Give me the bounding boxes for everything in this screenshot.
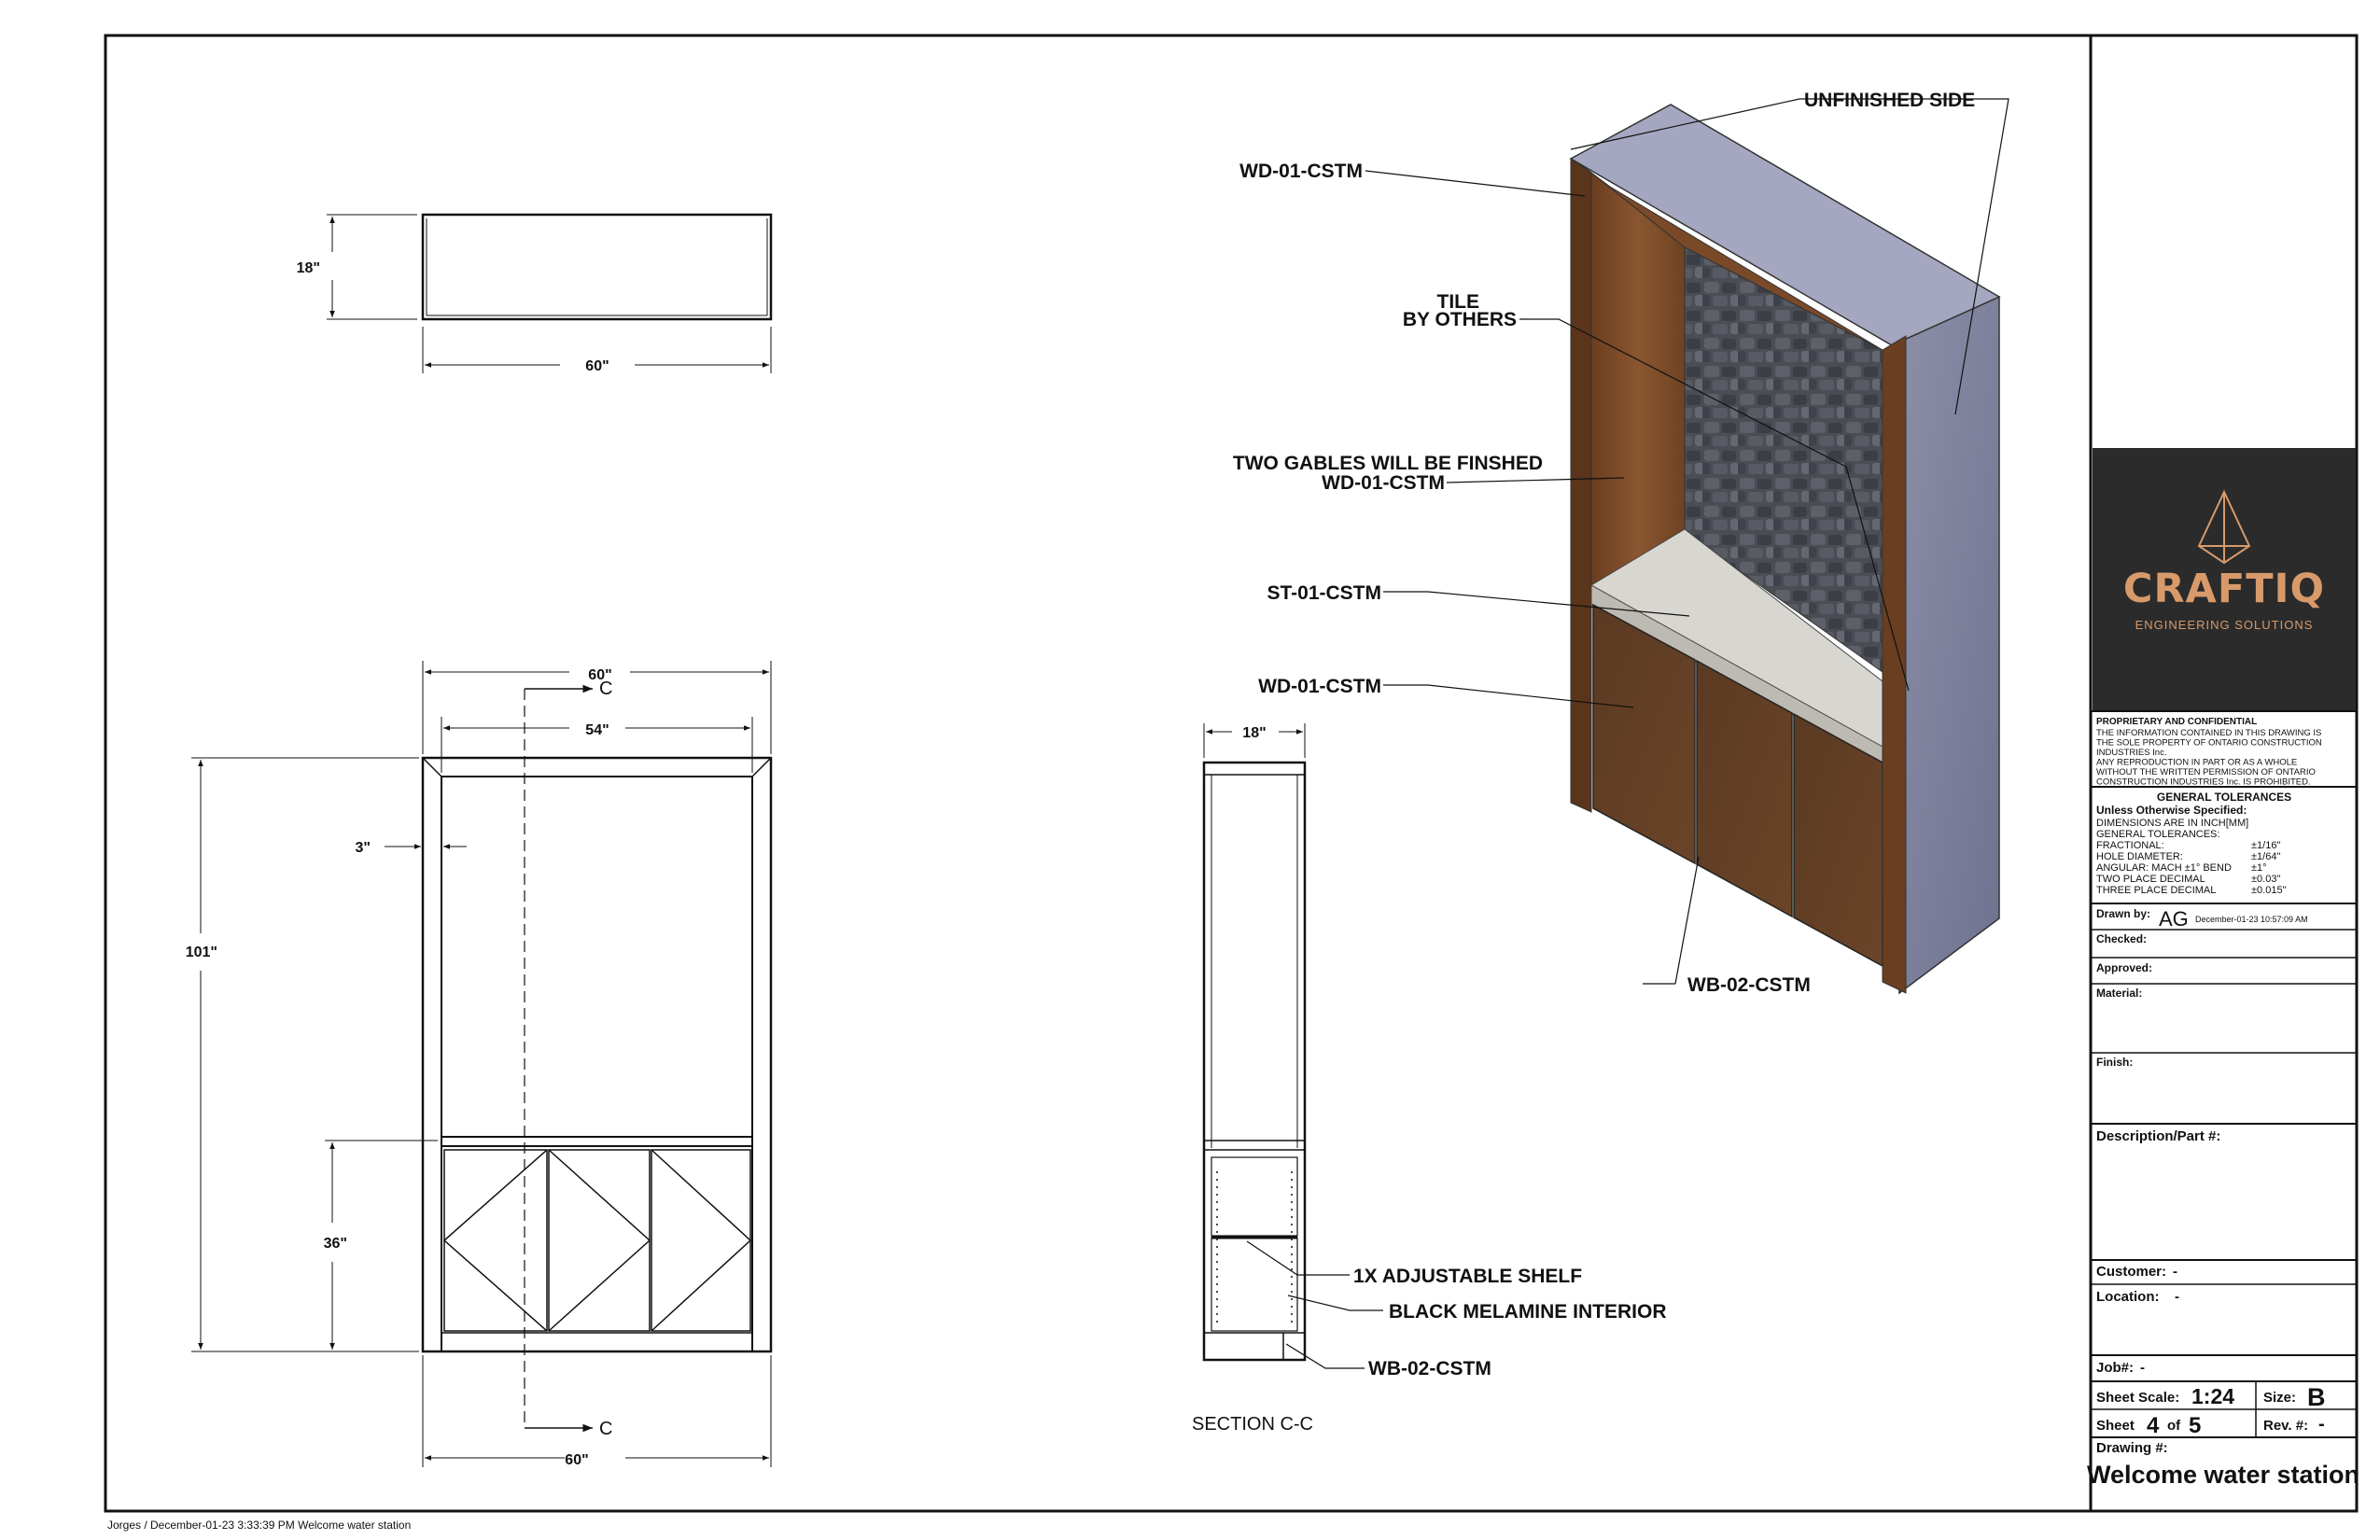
tolerance-label: GENERAL TOLERANCES:: [2096, 829, 2219, 840]
callout-adjustable-shelf: 1X ADJUSTABLE SHELF: [1353, 1266, 1582, 1287]
front-side-dim: 3": [356, 840, 371, 856]
description-label: Description/Part #:: [2096, 1128, 2220, 1144]
customer-value: -: [2173, 1264, 2177, 1280]
front-width-bottom-dim: 60": [565, 1452, 588, 1468]
logo-name: CRAFTIQ: [2123, 566, 2325, 612]
section-mark-bottom: C: [599, 1419, 612, 1439]
tolerance-value: ±0.015": [2251, 885, 2287, 896]
tolerance-value: ±0.03": [2251, 874, 2280, 885]
scale-label: Sheet Scale:: [2096, 1390, 2179, 1406]
tolerance-label: HOLE DIAMETER:: [2096, 851, 2183, 862]
sheet-total: 5: [2189, 1413, 2201, 1438]
callout-melamine-interior: BLACK MELAMINE INTERIOR: [1389, 1301, 1667, 1323]
location-value: -: [2175, 1289, 2179, 1305]
tolerance-label: THREE PLACE DECIMAL: [2096, 885, 2216, 896]
callout-tile-l2: BY OTHERS: [1403, 309, 1517, 330]
drawing-label: Drawing #:: [2096, 1440, 2168, 1456]
top-depth-dim: 18": [297, 260, 320, 276]
title-block: CRAFTIQ ENGINEERING SOLUTIONS PROPRIETAR…: [2087, 448, 2359, 1489]
logo-tagline: ENGINEERING SOLUTIONS: [2135, 618, 2314, 632]
size-value: B: [2307, 1383, 2326, 1411]
callout-stone: ST-01-CSTM: [1267, 582, 1381, 604]
callout-base: WB-02-CSTM: [1687, 974, 1811, 996]
footer-path: Jorges / December-01-23 3:33:39 PM Welco…: [107, 1519, 411, 1532]
callout-wd-doors: WD-01-CSTM: [1258, 676, 1381, 697]
proprietary-line: CONSTRUCTION INDUSTRIES Inc. IS PROHIBIT…: [2096, 777, 2311, 788]
proprietary-line: INDUSTRIES Inc.: [2096, 748, 2167, 758]
tolerances-text: DIMENSIONS ARE IN INCH[MM]GENERAL TOLERA…: [2096, 818, 2287, 896]
proprietary-line: WITHOUT THE WRITTEN PERMISSION OF ONTARI…: [2096, 767, 2316, 777]
section-mark-top: C: [599, 679, 612, 699]
tolerance-value: ±1°: [2251, 862, 2267, 874]
tolerance-label: ANGULAR: MACH ±1° BEND: [2096, 862, 2232, 874]
sheet-label: Sheet: [2096, 1418, 2135, 1434]
tolerance-label: FRACTIONAL:: [2096, 840, 2164, 851]
tolerances-sub: Unless Otherwise Specified:: [2096, 804, 2247, 817]
approved-label: Approved:: [2096, 961, 2152, 974]
tolerance-label: TWO PLACE DECIMAL: [2096, 874, 2205, 885]
callout-section-base: WB-02-CSTM: [1368, 1358, 1491, 1379]
front-height-dim: 101": [186, 945, 217, 960]
tolerance-label: DIMENSIONS ARE IN INCH[MM]: [2096, 818, 2248, 829]
section-view: 18" 1X ADJUSTABLE SHELF BLACK MELAMINE I…: [1192, 723, 1667, 1435]
front-base-height-dim: 36": [324, 1236, 347, 1252]
proprietary-line: ANY REPRODUCTION IN PART OR AS A WHOLE: [2096, 758, 2297, 768]
drawn-by-label: Drawn by:: [2096, 907, 2150, 920]
checked-label: Checked:: [2096, 932, 2147, 945]
front-inner-width-dim: 54": [585, 722, 609, 738]
material-label: Material:: [2096, 987, 2142, 1000]
top-view: 18" 60": [297, 213, 773, 374]
callout-gables-l2: WD-01-CSTM: [1322, 472, 1445, 494]
job-value: -: [2140, 1360, 2145, 1376]
front-elevation: C C 60" 54" 3" 101" 36" 60": [186, 661, 773, 1468]
proprietary-line: THE SOLE PROPERTY OF ONTARIO CONSTRUCTIO…: [2096, 738, 2322, 749]
tolerances-heading: GENERAL TOLERANCES: [2157, 791, 2291, 804]
tolerance-value: ±1/16": [2251, 840, 2280, 851]
drawing-value: Welcome water station: [2087, 1461, 2359, 1489]
rev-value: -: [2318, 1414, 2325, 1435]
front-width-top-dim: 60": [588, 667, 611, 683]
section-title: SECTION C-C: [1192, 1414, 1313, 1435]
callout-tile-l1: TILE: [1437, 291, 1480, 313]
proprietary-line: THE INFORMATION CONTAINED IN THIS DRAWIN…: [2096, 728, 2321, 738]
callout-wd-top: WD-01-CSTM: [1239, 161, 1363, 182]
size-label: Size:: [2263, 1390, 2296, 1406]
logo-mark-icon: [2197, 489, 2251, 565]
sheet-border: [104, 34, 2359, 1513]
callout-gables-l1: TWO GABLES WILL BE FINSHED: [1233, 453, 1543, 474]
sheet-of-label: of: [2167, 1418, 2181, 1434]
rev-label: Rev. #:: [2263, 1418, 2308, 1434]
sheet-value: 4: [2147, 1413, 2160, 1438]
drawn-by-value: AG: [2159, 907, 2189, 931]
iso-view: UNFINISHED SIDE WD-01-CSTM TILE BY OTHER…: [1233, 90, 2009, 996]
proprietary-heading: PROPRIETARY AND CONFIDENTIAL: [2096, 717, 2257, 727]
customer-label: Customer:: [2096, 1264, 2166, 1280]
scale-value: 1:24: [2191, 1384, 2234, 1408]
drawn-date: December-01-23 10:57:09 AM: [2195, 915, 2308, 924]
job-label: Job#:: [2096, 1360, 2134, 1376]
finish-label: Finish:: [2096, 1056, 2133, 1069]
proprietary-text: THE INFORMATION CONTAINED IN THIS DRAWIN…: [2096, 728, 2322, 788]
callout-unfinished-side: UNFINISHED SIDE: [1804, 90, 1975, 111]
location-label: Location:: [2096, 1289, 2160, 1305]
section-depth-dim: 18": [1242, 725, 1266, 741]
top-width-dim: 60": [585, 358, 609, 374]
tolerance-value: ±1/64": [2251, 851, 2280, 862]
